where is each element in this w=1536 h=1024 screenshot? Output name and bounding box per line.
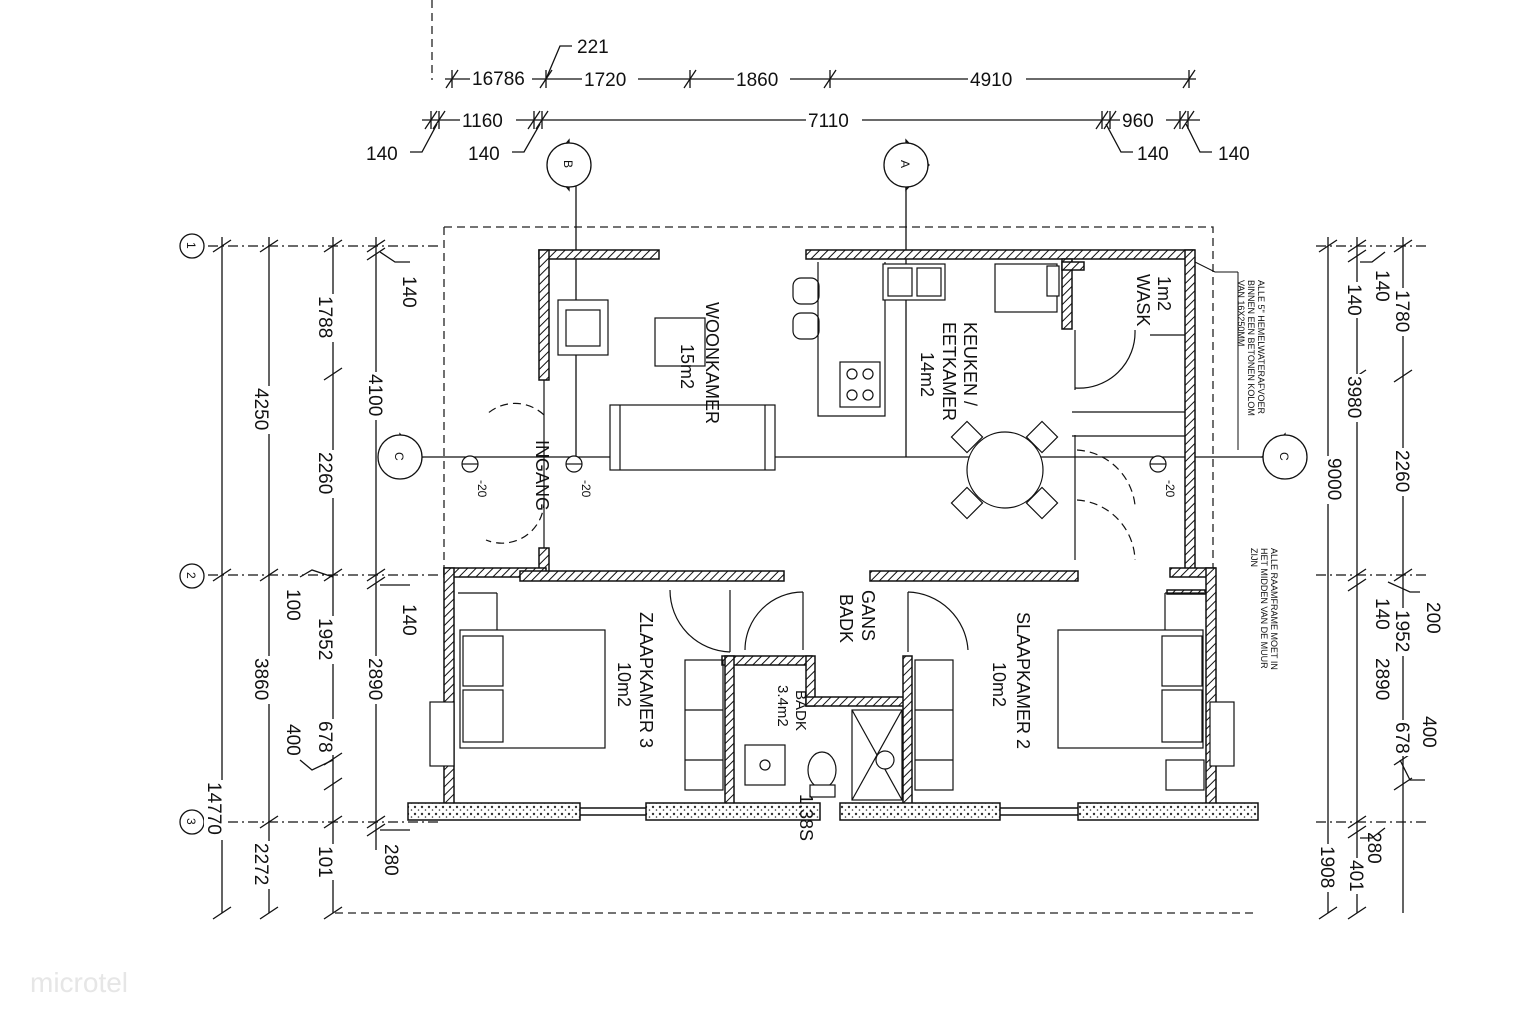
furniture	[429, 262, 1235, 801]
ticks-row1	[445, 69, 1196, 89]
dim-140-c: 140	[1137, 144, 1169, 165]
grid-marker-1: 1	[184, 242, 198, 249]
level-markers	[461, 455, 1167, 473]
note-frame-1: ALLE RAAMFRAME MOET IN	[1269, 548, 1279, 670]
dim-140-a: 140	[366, 144, 398, 165]
dim-1780: 1780	[1391, 290, 1412, 332]
section-marker-b	[546, 138, 592, 192]
top-dimension-labels: 16786 221 1720 1860 4910 1160 7110 960 1…	[366, 37, 1250, 165]
grid-markers	[179, 233, 205, 835]
level-right: -20	[1163, 480, 1177, 498]
room-keuken-name2: EETKAMER	[939, 322, 959, 421]
grid-marker-2: 2	[184, 572, 198, 579]
section-markers	[377, 138, 1308, 480]
dim-678-right: 678	[1391, 722, 1412, 754]
dim-678-left: 678	[314, 721, 335, 753]
level-left: -20	[475, 480, 489, 498]
section-marker-c-right	[1260, 432, 1308, 480]
room-keuken-name1: KEUKEN /	[960, 322, 980, 406]
note-column-2: BINNEN EEN BETONEN KOLOM	[1246, 280, 1256, 416]
section-marker-c-left	[377, 432, 424, 480]
dim-2890-left: 2890	[364, 658, 385, 700]
dim-7110: 7110	[808, 111, 849, 132]
dim-140-right-a: 140	[1343, 284, 1364, 316]
room-slaap3-name: ZLAAPKAMER 3	[636, 612, 656, 748]
dim-2260-left: 2260	[314, 452, 335, 494]
dim-1952-right: 1952	[1391, 610, 1412, 652]
note-column-3: VAN 16X250MM	[1236, 280, 1246, 346]
note-column-1: ALLE 5" HEMELWATERAFVOER	[1256, 280, 1266, 415]
right-dimension-labels: 140 9000 3980 1908 401 280 1780 140 2260…	[1316, 270, 1443, 894]
section-label-b: B	[561, 160, 575, 168]
dim-4100: 4100	[364, 374, 385, 416]
section-label-c-left: C	[392, 452, 406, 461]
dim-2890-right: 2890	[1371, 658, 1392, 700]
notes: ALLE 5" HEMELWATERAFVOER BINNEN EEN BETO…	[1194, 261, 1279, 670]
room-badk-name: BADK	[792, 690, 809, 731]
section-marker-a	[883, 138, 930, 192]
dim-4910: 4910	[970, 70, 1012, 91]
room-woonkamer-name: WOONKAMER	[702, 302, 722, 424]
dim-960: 960	[1122, 111, 1154, 132]
room-labels: WOONKAMER 15m2 KEUKEN / EETKAMER 14m2 WA…	[532, 274, 1174, 841]
dim-140-b: 140	[468, 144, 500, 165]
dim-140-right-b: 140	[1371, 270, 1392, 302]
note-frame-2: HET MIDDEN VAN DE MUUR	[1259, 548, 1269, 669]
dim-1160: 1160	[462, 111, 503, 132]
room-keuken-area: 14m2	[917, 352, 937, 397]
dim-400-left: 400	[282, 724, 303, 756]
room-slaap3-area: 10m2	[614, 662, 634, 707]
dim-140-d: 140	[1218, 144, 1250, 165]
room-woonkamer-area: 15m2	[677, 344, 697, 389]
dim-280-right: 280	[1363, 832, 1384, 864]
dim-16786: 16786	[472, 69, 525, 90]
room-badk-area: 3.4m2	[774, 685, 791, 727]
dim-280-left: 280	[380, 844, 401, 876]
dim-401: 401	[1345, 860, 1366, 892]
dim-140-right-c: 140	[1371, 598, 1392, 630]
dim-400-right: 400	[1418, 716, 1439, 748]
room-slaap2-area: 10m2	[989, 662, 1009, 707]
section-label-c-right: C	[1277, 452, 1291, 461]
dim-1908: 1908	[1316, 846, 1337, 888]
ticks-row2	[424, 110, 1195, 130]
room-wask-name: WASK	[1133, 274, 1153, 326]
top-dimensions	[410, 45, 1212, 153]
dim-100: 100	[282, 589, 303, 621]
walls	[443, 249, 1217, 809]
watermark-logo: microtel	[30, 967, 128, 998]
dim-140-left-a: 140	[398, 276, 419, 308]
dim-1720: 1720	[584, 70, 626, 91]
dim-1860: 1860	[736, 70, 778, 91]
left-dimension-labels: 4250 3860 14770 2272 1788 2260 100 1952 …	[203, 276, 419, 889]
dim-221: 221	[577, 37, 609, 58]
grid-marker-3: 3	[184, 818, 198, 825]
dim-9000: 9000	[1323, 458, 1344, 500]
doors	[485, 329, 1185, 653]
dim-1952-left: 1952	[314, 618, 335, 660]
dim-2272: 2272	[250, 843, 271, 885]
level-center: -20	[579, 480, 593, 498]
dim-140-left-b: 140	[398, 604, 419, 636]
dim-101-left: 101	[314, 846, 335, 878]
dim-1788: 1788	[314, 296, 335, 338]
room-gans-name2: BADK	[836, 594, 856, 643]
right-dimensions	[1316, 237, 1430, 920]
dim-2260-right: 2260	[1391, 450, 1412, 492]
section-label-a: A	[898, 160, 912, 168]
room-wask-area: 1m2	[1154, 276, 1174, 311]
dim-14770: 14770	[203, 782, 224, 835]
room-ingang-name: INGANG	[532, 440, 552, 511]
dim-3980: 3980	[1343, 376, 1364, 418]
bottom-wall	[407, 802, 1259, 821]
note-frame-3: ZIJN	[1249, 548, 1259, 567]
plot-outline	[335, 0, 1258, 914]
fixture-label: 1.38S	[796, 794, 816, 841]
room-gans-name1: GANS	[858, 590, 878, 641]
dim-4250: 4250	[250, 388, 271, 430]
dim-3860: 3860	[250, 658, 271, 700]
room-slaap2-name: SLAAPKAMER 2	[1013, 612, 1033, 749]
dim-200: 200	[1422, 602, 1443, 634]
